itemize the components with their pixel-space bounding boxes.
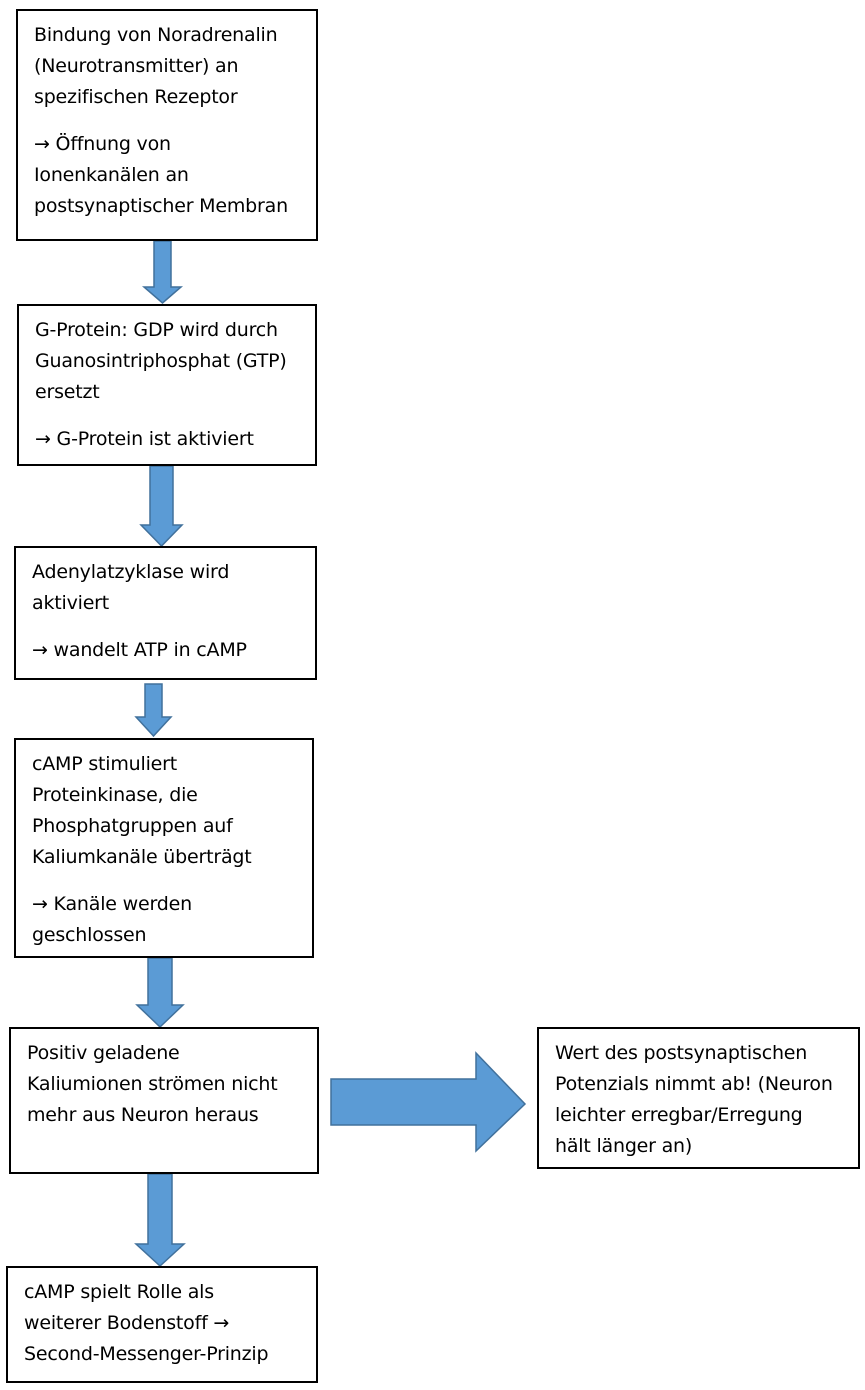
step-4-result: → Kanäle werden geschlossen — [32, 893, 192, 946]
step-box-7: cAMP spielt Rolle als weiterer Bodenstof… — [6, 1266, 318, 1383]
step-2-text: G-Protein: GDP wird durch Guanosintripho… — [35, 319, 287, 403]
step-3-text: Adenylatzyklase wird aktiviert — [32, 561, 230, 614]
step-4-text: cAMP stimuliert Proteinkinase, die Phosp… — [32, 753, 252, 868]
step-5-text: Positiv geladene Kaliumionen strömen nic… — [27, 1042, 278, 1126]
step-2-result: → G-Protein ist aktiviert — [35, 428, 254, 450]
arrow-down-1 — [141, 240, 184, 304]
arrow-down-2 — [139, 465, 184, 548]
step-3-result: → wandelt ATP in cAMP — [32, 639, 247, 661]
result-box: Wert des postsynaptischen Potenzials nim… — [537, 1027, 860, 1169]
step-box-3: Adenylatzyklase wird aktiviert → wandelt… — [14, 546, 317, 680]
step-1-text: Bindung von Noradrenalin (Neurotransmitt… — [34, 24, 278, 108]
arrow-down-5 — [134, 1173, 186, 1268]
step-7-text: cAMP spielt Rolle als weiterer Bodenstof… — [24, 1281, 269, 1365]
result-text: Wert des postsynaptischen Potenzials nim… — [555, 1042, 833, 1157]
step-box-5: Positiv geladene Kaliumionen strömen nic… — [9, 1027, 319, 1174]
arrow-down-3 — [134, 683, 173, 738]
arrow-down-4 — [135, 957, 185, 1029]
step-box-1: Bindung von Noradrenalin (Neurotransmitt… — [16, 9, 318, 241]
step-box-2: G-Protein: GDP wird durch Guanosintripho… — [17, 304, 317, 466]
step-1-result: → Öffnung von Ionenkanälen an postsynapt… — [34, 133, 288, 217]
arrow-right-1 — [330, 1051, 527, 1153]
step-box-4: cAMP stimuliert Proteinkinase, die Phosp… — [14, 738, 314, 958]
